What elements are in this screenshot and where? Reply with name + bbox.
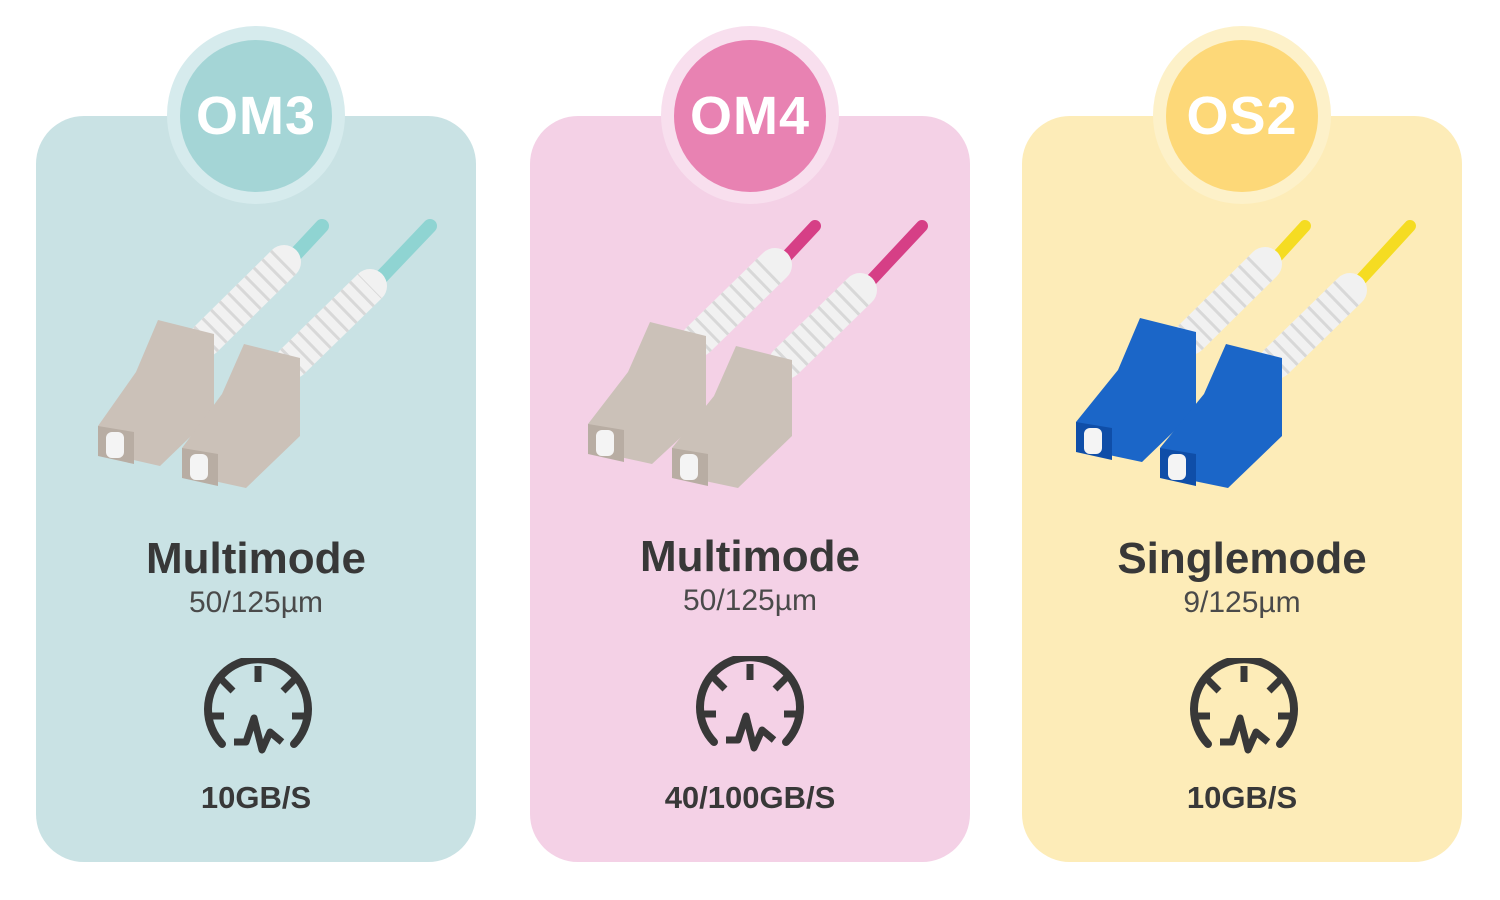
speed-label: 10GB/S [200, 780, 312, 815]
core-spec: 50/125µm [682, 584, 818, 617]
connector-pair-os2 [1076, 220, 1416, 488]
mode-title: Multimode [146, 534, 366, 583]
fiber-type-badge: OM4 [674, 40, 826, 192]
speed-label: 10GB/S [1186, 780, 1298, 815]
speedometer-icon [1190, 658, 1298, 754]
mode-title: Singlemode [1117, 534, 1367, 583]
connector-pair-om3 [98, 219, 437, 488]
mode-title: Multimode [640, 532, 860, 581]
speedometer-icon [696, 656, 804, 752]
core-spec: 9/125µm [1183, 586, 1301, 619]
fiber-type-badge: OM3 [180, 40, 332, 192]
connector-pair-om4 [588, 220, 928, 488]
fiber-type-badge: OS2 [1166, 40, 1318, 192]
speed-label: 40/100GB/S [664, 780, 836, 815]
speedometer-icon [204, 658, 312, 754]
core-spec: 50/125µm [188, 586, 324, 619]
